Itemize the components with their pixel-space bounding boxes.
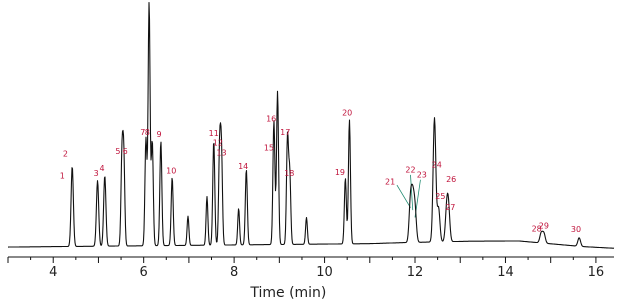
chromatogram-trace [7, 1, 615, 249]
peak-label-7: 7 [140, 128, 145, 137]
peak-label-9: 9 [157, 130, 162, 139]
peak-label-26: 26 [446, 175, 456, 184]
peak-connector-2 [410, 174, 414, 211]
peak-label-20: 20 [342, 108, 352, 117]
x-tick-label: 8 [230, 265, 238, 280]
peak-label-8: 8 [145, 128, 150, 137]
peak-label-2: 2 [63, 150, 68, 159]
peak-label-25: 25 [435, 192, 445, 201]
x-tick-label: 14 [497, 265, 514, 280]
peak-label-14: 14 [238, 162, 248, 171]
x-tick-label: 12 [407, 265, 424, 280]
x-axis-title: Time (min) [249, 285, 326, 301]
peak-label-11: 11 [209, 129, 219, 138]
peak-label-10: 10 [166, 167, 176, 176]
x-tick-label: 6 [140, 265, 148, 280]
peak-connector-lines [396, 174, 421, 218]
peak-label-5: 5 [115, 147, 120, 156]
peak-label-29: 29 [539, 221, 549, 230]
peak-label-18: 18 [284, 169, 294, 178]
peak-label-6: 6 [123, 147, 128, 156]
peak-label-3: 3 [94, 169, 99, 178]
peak-label-24: 24 [432, 161, 442, 170]
peak-label-15: 15 [264, 144, 274, 153]
peak-label-16: 16 [266, 114, 276, 123]
peak-label-19: 19 [335, 168, 345, 177]
peak-label-21: 21 [385, 178, 395, 187]
x-tick-label: 10 [316, 265, 333, 280]
x-tick-label: 4 [49, 265, 57, 280]
peak-label-27: 27 [445, 203, 455, 212]
x-axis-ticks: 4 6 8 10 12 14 16 [7, 257, 605, 280]
peak-label-22: 22 [405, 165, 415, 174]
peak-label-1: 1 [60, 172, 65, 181]
peak-label-17: 17 [280, 128, 290, 137]
x-tick-label: 16 [588, 265, 605, 280]
peak-label-23: 23 [417, 170, 427, 179]
peak-label-30: 30 [571, 225, 581, 234]
peak-connector-1 [396, 184, 411, 208]
peak-label-28: 28 [532, 224, 542, 233]
peak-label-12: 12 [213, 139, 223, 148]
peak-label-4: 4 [100, 164, 105, 173]
peak-label-13: 13 [216, 148, 226, 157]
